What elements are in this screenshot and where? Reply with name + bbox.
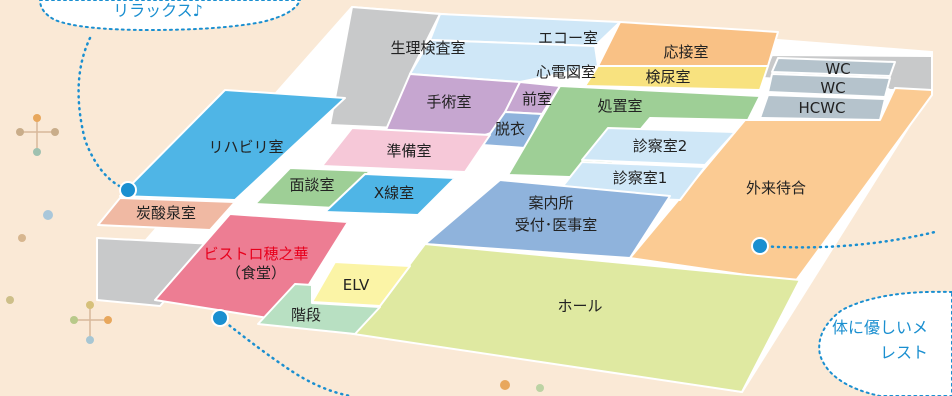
room-annai[interactable] xyxy=(424,179,671,259)
label-shokudo: （食堂） xyxy=(226,264,286,282)
label-wc2: WC xyxy=(820,79,845,97)
label-shochi: 処置室 xyxy=(597,97,642,115)
label-bistro: ビストロ穂之華 xyxy=(203,245,308,263)
label-seiri: 生理検査室 xyxy=(390,39,465,57)
label-junbi: 準備室 xyxy=(386,142,431,160)
callout-top-left: リラックス♪ xyxy=(38,0,302,32)
label-xsen: X線室 xyxy=(374,184,414,202)
label-mendan: 面談室 xyxy=(289,176,334,194)
label-kennyo: 検尿室 xyxy=(645,68,690,86)
room-junbi[interactable] xyxy=(321,127,491,173)
label-elv: ELV xyxy=(343,276,370,294)
label-zenshitsu: 前室 xyxy=(522,90,552,108)
pin-bistro xyxy=(211,309,229,327)
label-wc1: WC xyxy=(825,60,850,78)
room-hall[interactable] xyxy=(339,243,801,393)
label-annai: 案内所 xyxy=(528,194,573,212)
leader-line-bistro xyxy=(218,316,352,396)
room-wc-1[interactable] xyxy=(771,57,896,77)
molecule-decoration xyxy=(6,114,544,392)
label-shindenzu: 心電図室 xyxy=(536,63,596,81)
label-shinsatsu2: 診察室2 xyxy=(633,137,688,155)
label-hcwc: HCWC xyxy=(798,99,845,117)
label-shujutsu: 手術室 xyxy=(426,93,471,111)
label-gairai: 外来待合 xyxy=(746,179,806,197)
room-rihabiri[interactable] xyxy=(119,89,346,201)
leader-line-gairai xyxy=(758,230,937,249)
callout-bottom-right: 体に優しいメ レスト xyxy=(818,290,952,396)
callout-bottom-right-text-1: 体に優しいメ xyxy=(832,318,928,337)
label-datsui: 脱衣 xyxy=(495,120,525,138)
room-xsen[interactable] xyxy=(324,173,456,216)
room-gairai[interactable] xyxy=(629,87,933,283)
label-echo: エコー室 xyxy=(538,29,598,47)
label-uketsuke: 受付･医事室 xyxy=(515,216,598,234)
label-tansan: 炭酸泉室 xyxy=(136,204,196,222)
room-wc-2[interactable] xyxy=(767,73,891,98)
label-kaidan: 階段 xyxy=(291,306,321,324)
label-hall: ホール xyxy=(557,297,602,315)
label-rihabiri: リハビリ室 xyxy=(208,138,283,156)
room-shindenzu[interactable] xyxy=(409,39,599,83)
label-shinsatsu1: 診察室1 xyxy=(613,169,668,187)
room-tansan[interactable] xyxy=(97,197,236,231)
room-shinsatsu-2[interactable] xyxy=(581,127,736,166)
leader-line-tansan xyxy=(77,36,130,192)
label-ousetsu: 応接室 xyxy=(663,43,708,61)
room-kaidan[interactable] xyxy=(257,283,381,335)
room-gray-lower xyxy=(96,237,216,307)
callout-top-left-text: リラックス♪ xyxy=(113,1,203,20)
callout-bottom-right-text-2: レスト xyxy=(880,343,928,362)
pin-gairai xyxy=(751,237,769,255)
pin-tansan xyxy=(119,181,137,199)
room-kennyo[interactable] xyxy=(584,65,769,91)
